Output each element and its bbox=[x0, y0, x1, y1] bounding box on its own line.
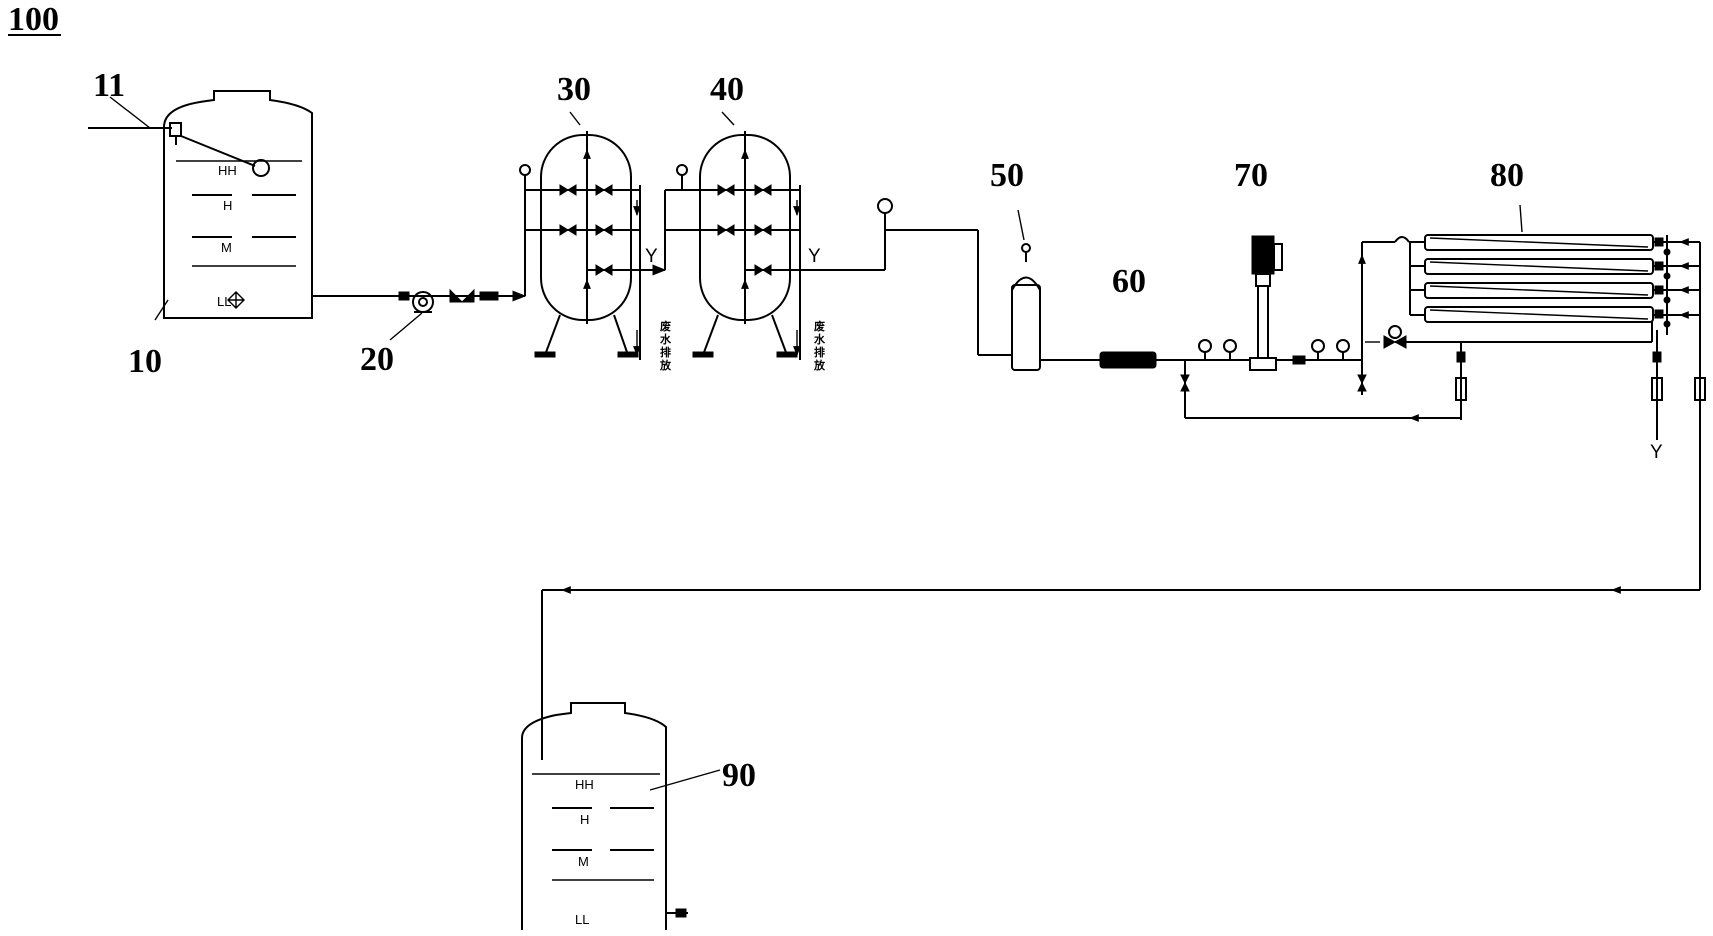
product-line bbox=[541, 586, 1700, 760]
label-product-tank-90: 90 bbox=[722, 757, 756, 794]
label-hp-pump-70: 70 bbox=[1234, 157, 1268, 194]
feed-pipe bbox=[312, 190, 527, 341]
pipe-to-cartridge bbox=[820, 198, 1012, 356]
svg-text:排: 排 bbox=[660, 345, 671, 359]
cartridge-filter-50 bbox=[1011, 209, 1100, 371]
svg-text:废: 废 bbox=[814, 319, 825, 333]
filter-vessel-30 bbox=[519, 111, 667, 360]
svg-text:放: 放 bbox=[813, 358, 826, 372]
figure-number: 100 bbox=[8, 1, 59, 38]
drain-marker-40: Y bbox=[808, 246, 821, 267]
label-membrane-80: 80 bbox=[1490, 157, 1524, 194]
raw-tank-level-m: M bbox=[221, 240, 232, 255]
pump-outlet-line bbox=[1311, 236, 1425, 395]
product-tank-level-ll: LL bbox=[575, 912, 589, 927]
label-feed-pump-20: 20 bbox=[360, 341, 394, 378]
product-tank-90 bbox=[521, 702, 721, 930]
filter-vessel-40 bbox=[664, 111, 820, 360]
label-cartridge-50: 50 bbox=[990, 157, 1024, 194]
product-tank-level-h: H bbox=[580, 812, 589, 827]
raw-tank-level-ll: LL bbox=[217, 294, 231, 309]
raw-water-tank bbox=[88, 90, 313, 321]
hp-pump-70 bbox=[1249, 235, 1330, 371]
product-tank-level-hh: HH bbox=[575, 777, 594, 792]
drain-marker-30: Y bbox=[645, 246, 658, 267]
label-filter-30: 30 bbox=[557, 71, 591, 108]
unit-60 bbox=[1099, 351, 1185, 369]
label-unit-60: 60 bbox=[1112, 263, 1146, 300]
drain-text-30: 废 水 排 放 bbox=[659, 319, 672, 372]
svg-text:水: 水 bbox=[660, 332, 672, 346]
svg-text:排: 排 bbox=[814, 345, 825, 359]
label-raw-tank-10: 10 bbox=[128, 343, 162, 380]
label-filter-40: 40 bbox=[710, 71, 744, 108]
raw-tank-level-h: H bbox=[223, 198, 232, 213]
drain-text-40: 废 水 排 放 bbox=[813, 319, 826, 372]
label-inlet-11: 11 bbox=[93, 67, 125, 104]
svg-text:放: 放 bbox=[659, 358, 672, 372]
svg-text:废: 废 bbox=[660, 319, 671, 333]
membrane-bank-80 bbox=[1365, 204, 1706, 590]
raw-tank-level-hh: HH bbox=[218, 163, 237, 178]
product-tank-level-m: M bbox=[578, 854, 589, 869]
drain-marker-80: Y bbox=[1650, 442, 1663, 463]
svg-text:水: 水 bbox=[814, 332, 826, 346]
